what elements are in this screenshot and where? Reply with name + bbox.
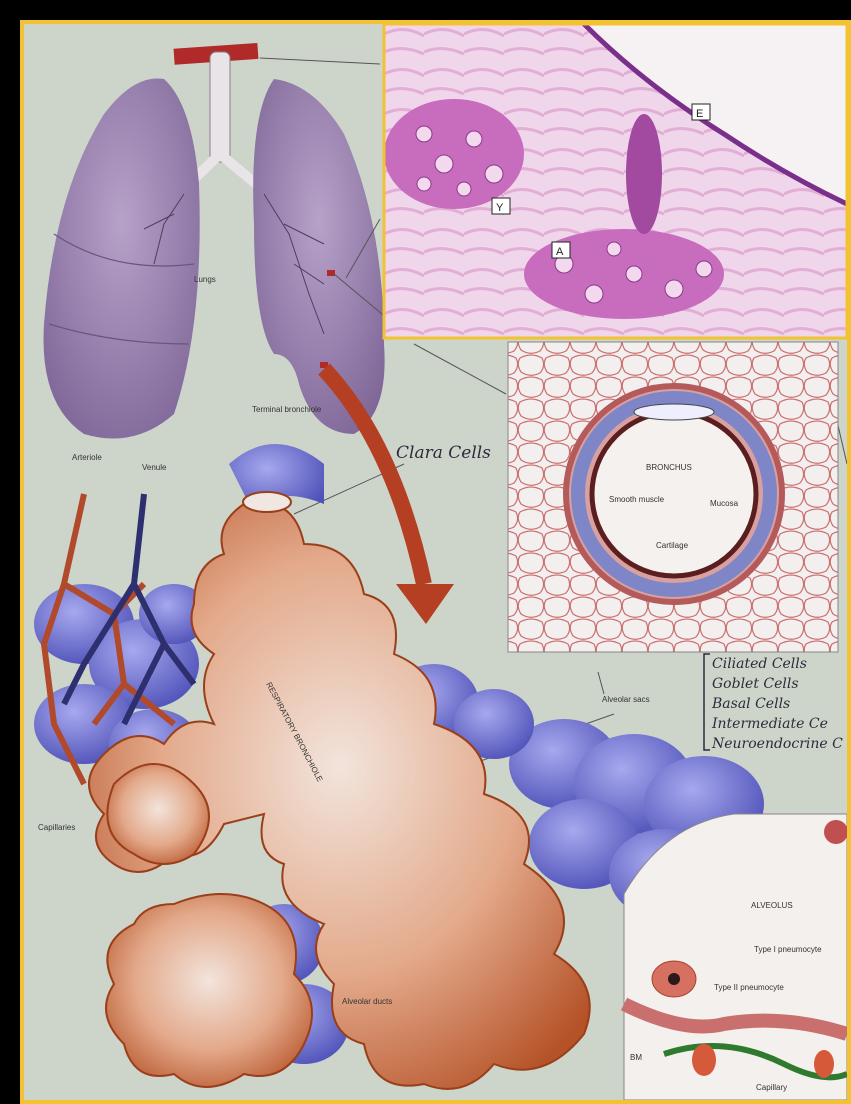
- alveolus-inset: ALVEOLUS Type I pneumocyte Type II pneum…: [624, 814, 847, 1100]
- bm-label: BM: [630, 1053, 642, 1062]
- type1-pneumocyte-label: Type I pneumocyte: [754, 945, 822, 954]
- lung-anatomy-plate: Lungs Terminal bronchiole Clara Cells Ar…: [20, 20, 851, 1104]
- clara-cells-note: Clara Cells: [396, 443, 491, 463]
- cartilage-label: Cartilage: [656, 541, 689, 550]
- cell-list-item: Basal Cells: [711, 696, 790, 712]
- terminal-bronchiole-label: Terminal bronchiole: [252, 405, 322, 414]
- bronchus-inset: BRONCHUS Smooth muscle Mucosa Cartilage: [508, 342, 838, 652]
- marker-A: A: [556, 246, 564, 258]
- mucosa-label: Mucosa: [710, 499, 739, 508]
- bronchus-title: BRONCHUS: [646, 463, 692, 472]
- capillary-label: Capillary: [756, 1083, 787, 1092]
- arteriole-label: Arteriole: [72, 453, 102, 462]
- cell-list-item: Intermediate Ce: [711, 716, 828, 732]
- capillaries-label: Capillaries: [38, 823, 75, 832]
- alveolus-title: ALVEOLUS: [751, 901, 793, 910]
- diagram-canvas: Lungs Terminal bronchiole Clara Cells Ar…: [24, 24, 847, 1100]
- lungs-label: Lungs: [194, 275, 216, 284]
- alveolar-ducts-label: Alveolar ducts: [342, 997, 392, 1006]
- histology-micrograph: E Y A: [384, 24, 847, 338]
- smooth-muscle-label: Smooth muscle: [609, 495, 665, 504]
- type2-pneumocyte-label: Type II pneumocyte: [714, 983, 784, 992]
- cell-list-item: Goblet Cells: [712, 676, 799, 692]
- alveolar-sacs-label: Alveolar sacs: [602, 695, 650, 704]
- marker-E: E: [696, 108, 703, 120]
- gland-cluster: [384, 99, 524, 209]
- duct: [626, 114, 662, 234]
- cell-list-item: Ciliated Cells: [712, 656, 807, 672]
- venule-label: Venule: [142, 463, 167, 472]
- marker-Y: Y: [496, 202, 504, 214]
- cell-list-item: Neuroendocrine C: [711, 736, 843, 752]
- trachea: [210, 52, 230, 162]
